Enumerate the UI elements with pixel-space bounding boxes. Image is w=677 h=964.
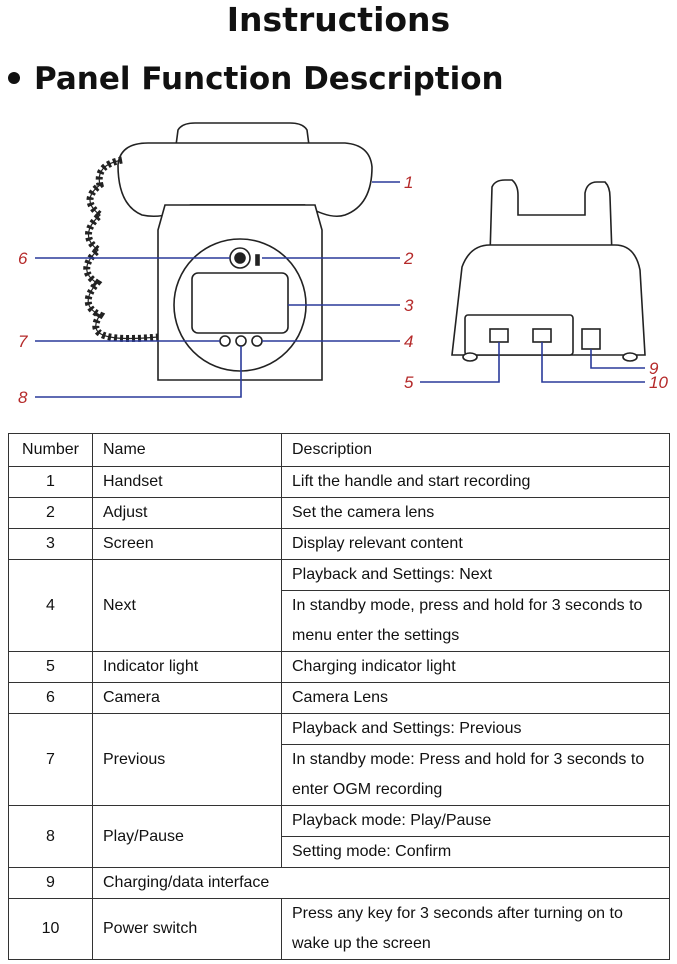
callout-1: 1 xyxy=(404,173,413,192)
table-row: 4 Next Playback and Settings: Next xyxy=(8,559,670,652)
callout-5: 5 xyxy=(404,373,414,392)
callout-4: 4 xyxy=(404,332,413,351)
row-name: Power switch xyxy=(92,898,282,960)
row-description: Lift the handle and start recording xyxy=(281,466,670,498)
row-description: Playback mode: Play/Pause xyxy=(281,805,670,837)
table-row: 3 Screen Display relevant content xyxy=(8,528,670,560)
row-number: 6 xyxy=(8,682,93,714)
table-row: 1 Handset Lift the handle and start reco… xyxy=(8,466,670,498)
telephone-rear-view xyxy=(451,179,646,362)
row-number: 3 xyxy=(8,528,93,560)
row-description: In standby mode, press and hold for 3 se… xyxy=(281,590,670,652)
row-description: Setting mode: Confirm xyxy=(281,836,670,868)
section-heading: Panel Function Description xyxy=(8,58,504,100)
section-heading-text: Panel Function Description xyxy=(34,61,504,97)
row-number: 7 xyxy=(8,713,93,806)
table-row: 5 Indicator light Charging indicator lig… xyxy=(8,651,670,683)
row-description: Set the camera lens xyxy=(281,497,670,529)
bullet-icon xyxy=(8,71,20,84)
callout-3: 3 xyxy=(404,296,414,315)
row-name: Camera xyxy=(92,682,282,714)
row-name: Indicator light xyxy=(92,651,282,683)
row-name: Previous xyxy=(92,713,282,806)
page-title: Instructions xyxy=(226,0,451,39)
row-name: Next xyxy=(92,559,282,652)
row-name: Screen xyxy=(92,528,282,560)
row-description: Display relevant content xyxy=(281,528,670,560)
row-description: In standby mode: Press and hold for 3 se… xyxy=(281,744,670,806)
row-description: Playback and Settings: Next xyxy=(281,559,670,591)
row-description: Playback and Settings: Previous xyxy=(281,713,670,745)
row-number: 4 xyxy=(8,559,93,652)
row-number: 5 xyxy=(8,651,93,683)
row-description: Press any key for 3 seconds after turnin… xyxy=(281,898,670,960)
row-number: 1 xyxy=(8,466,93,498)
table-row: 7 Previous Playback and Settings: Previo… xyxy=(8,713,670,806)
row-description: Camera Lens xyxy=(281,682,670,714)
callout-7: 7 xyxy=(18,332,28,351)
table-row: 9 Charging/data interface xyxy=(8,867,670,899)
row-description: Charging indicator light xyxy=(281,651,670,683)
row-name: Charging/data interface xyxy=(92,867,670,899)
table-row: 8 Play/Pause Playback mode: Play/Pause xyxy=(8,805,670,868)
row-name: Adjust xyxy=(92,497,282,529)
header-description: Description xyxy=(281,433,670,467)
table-row: 6 Camera Camera Lens xyxy=(8,682,670,714)
header-number: Number xyxy=(8,433,93,467)
row-name: Play/Pause xyxy=(92,805,282,868)
row-number: 2 xyxy=(8,497,93,529)
callout-8: 8 xyxy=(18,388,28,405)
row-name: Handset xyxy=(92,466,282,498)
callout-9: 9 xyxy=(649,359,659,378)
table-row: 2 Adjust Set the camera lens xyxy=(8,497,670,529)
callout-6: 6 xyxy=(18,249,28,268)
table-row: In standby mode, press and hold for 3 se… xyxy=(9,590,670,652)
table-row: In standby mode: Press and hold for 3 se… xyxy=(9,744,670,806)
callout-10: 10 xyxy=(649,373,668,392)
telephone-diagram: 1 2 3 4 5 6 7 8 9 10 xyxy=(18,122,668,405)
row-number: 9 xyxy=(8,867,93,899)
table-row: 10 Power switch Press any key for 3 seco… xyxy=(8,898,670,960)
header-name: Name xyxy=(92,433,282,467)
function-table: Number Name Description 1 Handset Lift t… xyxy=(8,433,670,960)
row-number: 10 xyxy=(8,898,93,960)
table-header-row: Number Name Description xyxy=(8,433,670,467)
callout-2: 2 xyxy=(403,249,414,268)
callout-lines xyxy=(35,181,645,398)
row-number: 8 xyxy=(8,805,93,868)
